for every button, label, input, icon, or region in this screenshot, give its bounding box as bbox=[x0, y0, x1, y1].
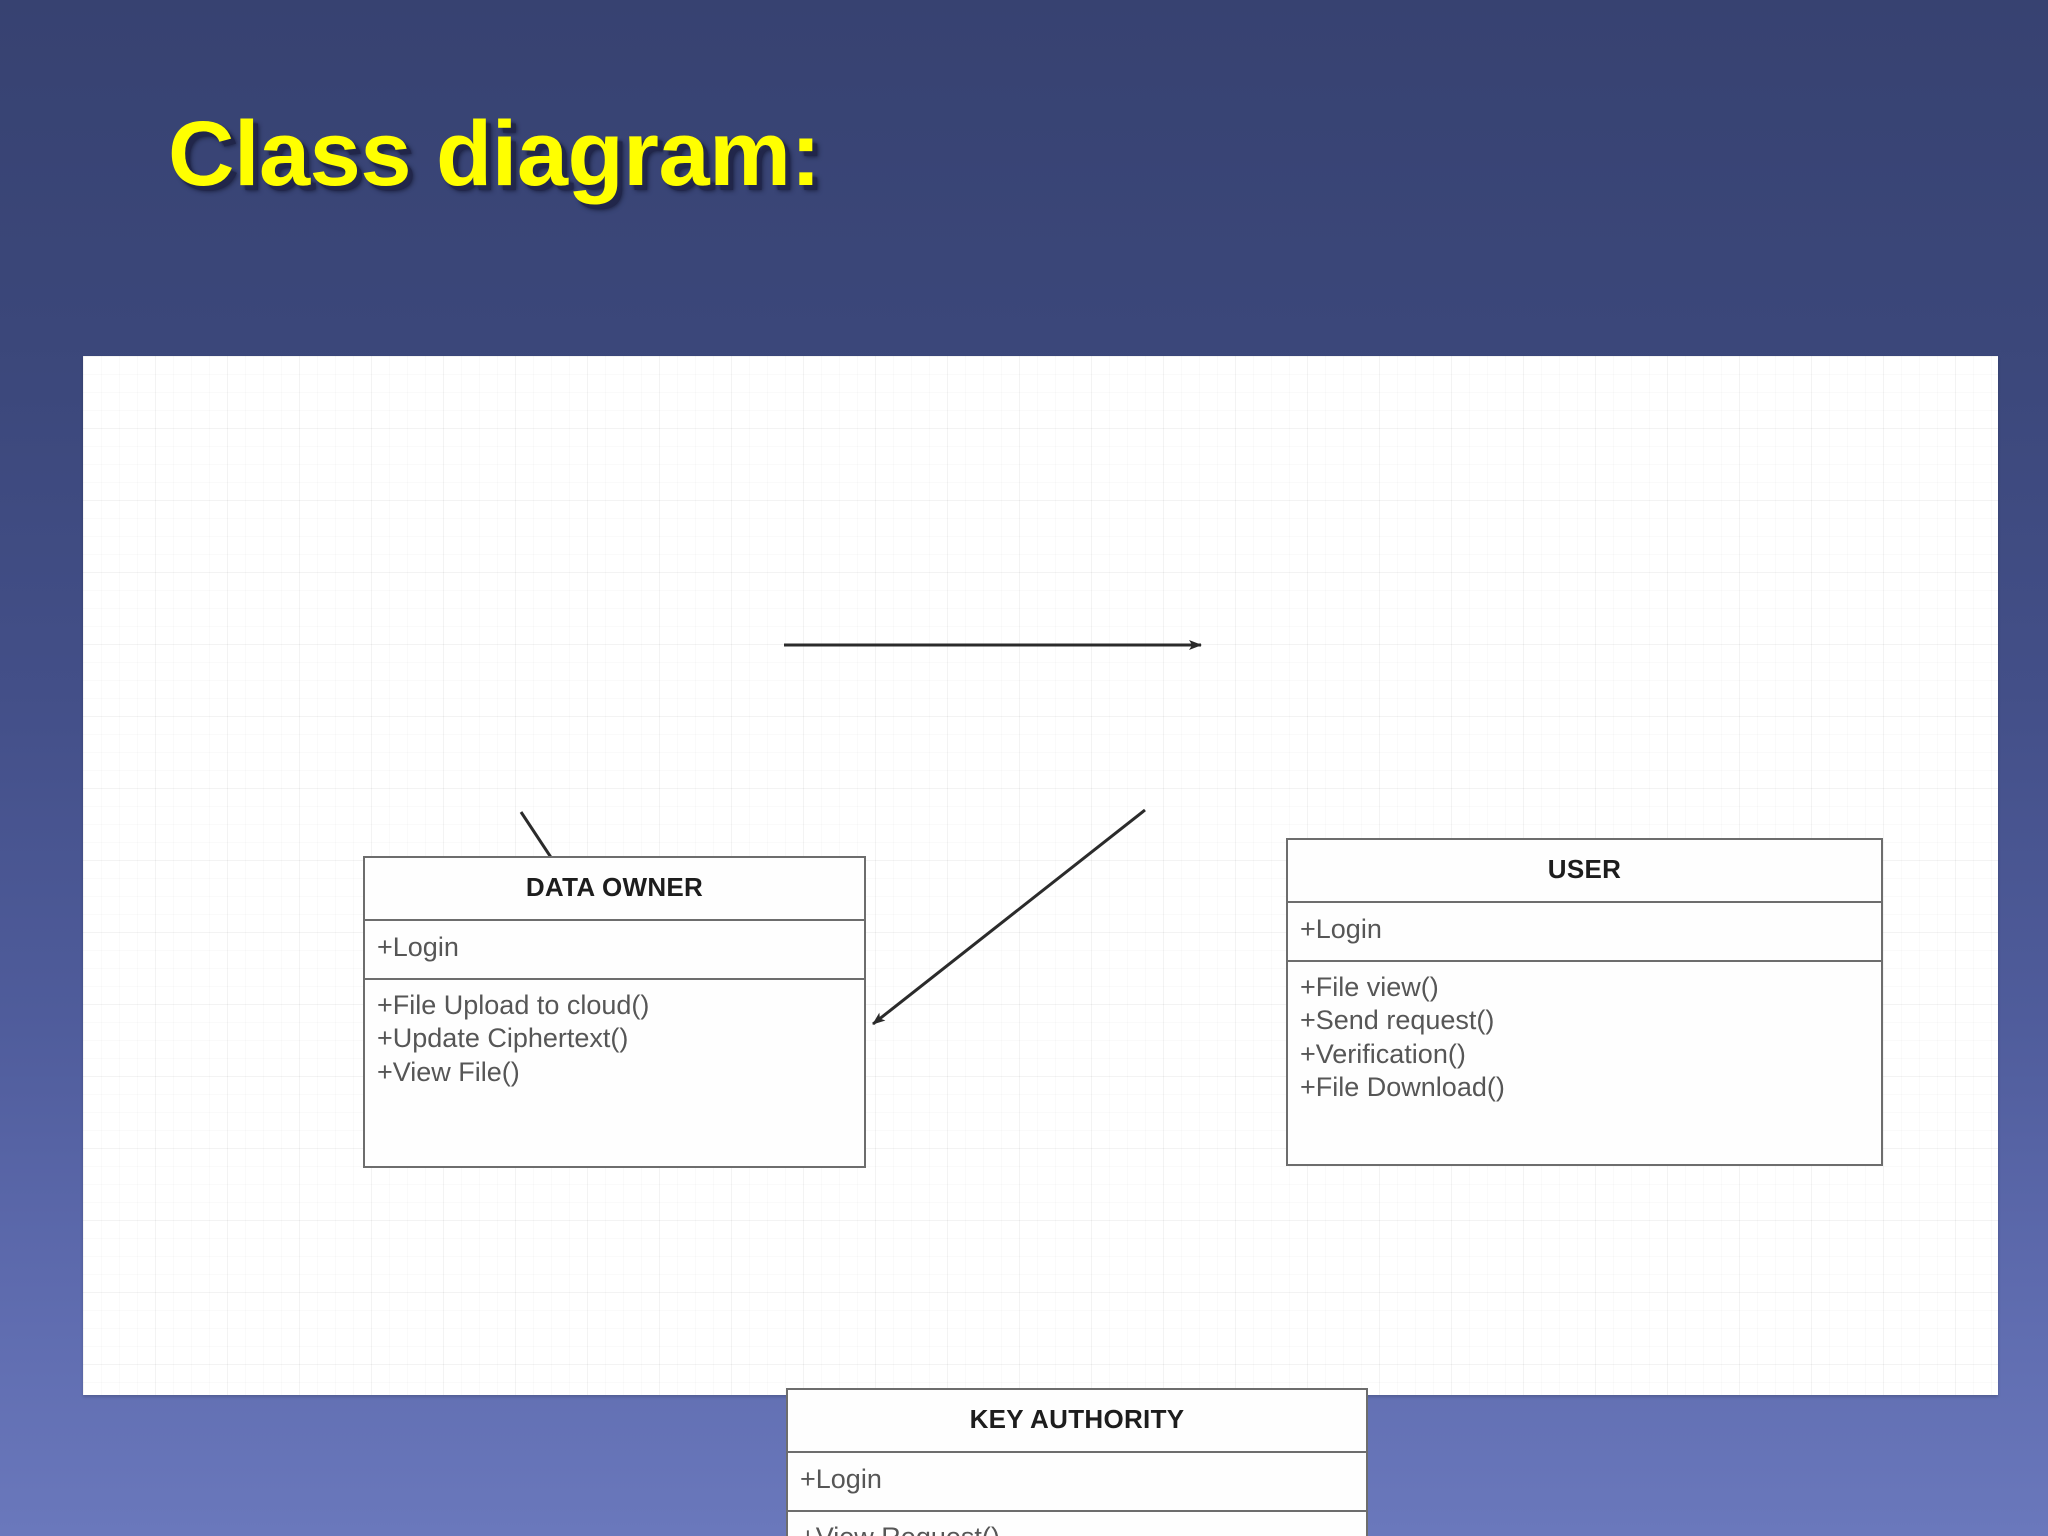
uml-class-user[interactable]: USER +Login +File view() +Send request()… bbox=[1286, 838, 1883, 1166]
uml-operations-section: +File Upload to cloud() +Update Cipherte… bbox=[365, 980, 864, 1166]
uml-attribute: +Login bbox=[377, 932, 459, 962]
uml-attribute: +Login bbox=[800, 1464, 882, 1494]
page-title: Class diagram: bbox=[168, 103, 821, 205]
uml-operation: +File view() bbox=[1300, 972, 1439, 1003]
diagram-canvas: DATA OWNER +Login +File Upload to cloud(… bbox=[83, 356, 1998, 1536]
uml-operation: +Send request() bbox=[1300, 1005, 1495, 1036]
uml-operations-section: +View Request() +Secret Key Generate() bbox=[788, 1512, 1366, 1536]
uml-operation: +File Download() bbox=[1300, 1071, 1505, 1102]
uml-attributes-section: +Login bbox=[365, 921, 864, 981]
uml-operation: +Verification() bbox=[1300, 1038, 1466, 1069]
uml-operations-section: +File view() +Send request() +Verificati… bbox=[1288, 962, 1881, 1164]
uml-attributes-section: +Login bbox=[1288, 903, 1881, 963]
uml-operation: +View Request() bbox=[800, 1521, 1356, 1536]
uml-attribute: +Login bbox=[1300, 914, 1382, 944]
uml-attributes-section: +Login bbox=[788, 1453, 1366, 1513]
uml-operation: +View File() bbox=[377, 1056, 520, 1087]
uml-class-name: KEY AUTHORITY bbox=[788, 1390, 1366, 1453]
connector-user-to-key-authority bbox=[872, 808, 1146, 1026]
uml-operation: +Update Ciphertext() bbox=[377, 1023, 629, 1054]
uml-class-name: USER bbox=[1288, 840, 1881, 903]
uml-operation: +File Upload to cloud() bbox=[377, 990, 650, 1021]
uml-class-key-authority[interactable]: KEY AUTHORITY +Login +View Request() +Se… bbox=[786, 1388, 1368, 1536]
uml-class-name: DATA OWNER bbox=[365, 858, 864, 921]
uml-class-data-owner[interactable]: DATA OWNER +Login +File Upload to cloud(… bbox=[363, 856, 866, 1168]
